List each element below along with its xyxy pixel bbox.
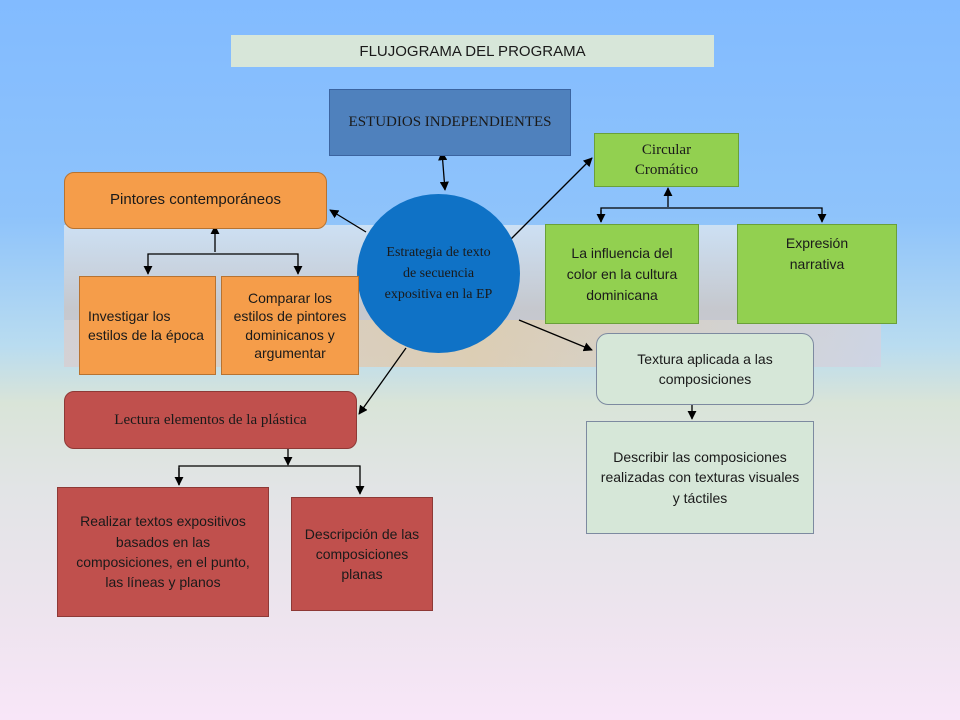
node-lectura: Lectura elementos de la plástica <box>64 391 357 449</box>
link-estrategia-textura <box>518 319 593 352</box>
node-circular-cromatico: Circular Cromático <box>594 133 739 187</box>
link-estrategia-pintores <box>329 209 367 233</box>
node-describir: Describir las composiciones realizadas c… <box>586 421 814 534</box>
node-estudios-independientes: ESTUDIOS INDEPENDIENTES <box>329 89 571 156</box>
link-circular-children <box>600 207 827 223</box>
node-pintores-contemporaneos: Pintores contemporáneos <box>64 172 327 229</box>
node-comparar: Comparar los estilos de pintores dominic… <box>221 276 359 375</box>
link-estrategia-circular <box>509 157 593 241</box>
link-estrategia-estudios <box>438 151 449 191</box>
node-estrategia: Estrategia de texto de secuencia exposit… <box>357 194 520 353</box>
page-title: FLUJOGRAMA DEL PROGRAMA <box>231 35 714 67</box>
link-pintores-children <box>143 253 303 275</box>
node-investigar: Investigar los estilos de la época <box>79 276 216 375</box>
node-descripcion: Descripción de las composiciones planas <box>291 497 433 611</box>
node-expresion-narrativa: Expresión narrativa <box>737 224 897 324</box>
link-estrategia-lectura <box>358 347 407 415</box>
node-influencia-color: La influencia del color en la cultura do… <box>545 224 699 324</box>
node-textura: Textura aplicada a las composiciones <box>596 333 814 405</box>
node-realizar-textos: Realizar textos expositivos basados en l… <box>57 487 269 617</box>
